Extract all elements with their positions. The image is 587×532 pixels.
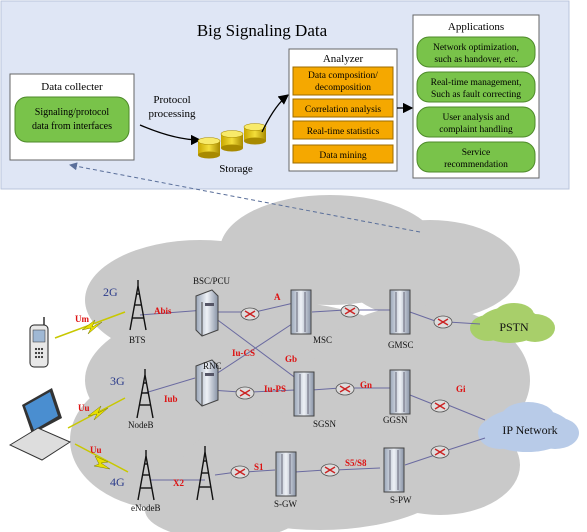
storage-label: Storage [219,163,253,175]
core-network-cloud [70,195,530,532]
analyzer-item-1-line2: decomposition [315,83,371,93]
laptop-icon [8,388,72,461]
protocol-processing-line2: processing [148,108,196,120]
rnc-server-icon [195,359,219,407]
node-rnc-label: RNC [203,361,222,371]
node-nodeb-label: NodeB [128,420,154,430]
dashed-feed-arrow [69,162,421,233]
application-2-line2: Such as fault correcting [431,89,521,100]
gmsc-server-icon [389,289,411,335]
bsc-pcu-server-icon [195,289,219,337]
nodeb-tower-icon [136,369,154,419]
panel-title: Big Signaling Data [197,21,328,40]
interface-uu-3g-label: Uu [78,403,90,413]
arrow-storage-to-analyzer [261,94,290,133]
protocol-processing-line1: Protocol [153,94,190,106]
node-s-pw-label: S-PW [390,495,412,505]
analyzer-title: Analyzer [323,53,364,65]
s-pw-server-icon [383,447,405,493]
interface-s5-s8-label: S5/S8 [345,458,367,468]
interface-gn-label: Gn [360,380,372,390]
application-4-line2: recommendation [444,160,508,170]
interface-gi-label: Gi [456,384,466,394]
generation-2g-label: 2G [103,285,118,299]
application-3-line2: complaint handling [439,125,513,135]
sgsn-server-icon [293,371,315,417]
s-gw-server-icon [275,451,297,497]
network-links [139,301,486,481]
ip-network-label: IP Network [502,423,557,437]
analyzer-item-1-line1: Data composition/ [308,71,378,81]
arrow-collecter-to-storage [139,124,202,146]
interface-iub-label: Iub [164,394,178,404]
interface-abis-label: Abis [154,306,172,316]
analyzer-item-4: Data mining [319,151,366,161]
analyzer-item-2: Correlation analysis [305,105,382,115]
data-collecter-line1: Signaling/protocol [35,107,110,118]
lightning-icons [81,319,111,470]
data-collecter-title: Data collecter [41,81,103,93]
generation-3g-label: 3G [110,374,125,388]
pstn-label: PSTN [499,320,529,334]
interface-uu-4g-label: Uu [90,445,102,455]
node-sgsn-label: SGSN [313,419,337,429]
interface-iu-ps-label: Iu-PS [264,384,286,394]
router-icons [230,304,453,479]
enodeb-tower-icon [137,450,155,501]
ip-network-cloud: IP Network [478,402,579,452]
analyzer-item-3: Real-time statistics [307,127,380,137]
applications-block: Applications Network optimization, such … [412,14,540,179]
data-collecter-block: Data collecter Signaling/protocol data f… [9,73,135,161]
node-ggsn-label: GGSN [383,415,408,425]
interface-x2-label: X2 [173,478,184,488]
bts-tower-icon [129,280,147,331]
application-3-line1: User analysis and [442,113,509,123]
interface-a-label: A [274,292,281,302]
node-bsc-pcu-label: BSC/PCU [193,276,231,286]
pstn-cloud: PSTN [470,303,555,343]
enodeb-second-tower-icon [196,446,214,501]
application-1-line2: such as handover, etc. [434,55,517,65]
applications-title: Applications [448,21,504,33]
msc-server-icon [290,289,312,335]
node-s-gw-label: S-GW [274,499,298,509]
node-enodeb-label: eNodeB [131,503,161,513]
node-gmsc-label: GMSC [388,340,414,350]
application-2-line1: Real-time management, [431,78,522,88]
mobile-phone-icon [29,317,49,368]
interface-iu-cs-label: Iu-CS [232,348,255,358]
application-1-line1: Network optimization, [433,43,519,53]
interface-s1-label: S1 [254,462,264,472]
data-collecter-line2: data from interfaces [32,121,112,132]
node-bts-label: BTS [129,335,146,345]
interface-gb-label: Gb [285,354,297,364]
ggsn-server-icon [389,369,411,415]
analyzer-block: Analyzer Data composition/ decomposition… [288,48,398,172]
application-4-line1: Service [462,148,491,158]
interface-um-label: Um [75,314,89,324]
storage-icon [197,123,267,159]
generation-4g-label: 4G [110,475,125,489]
node-msc-label: MSC [313,335,332,345]
